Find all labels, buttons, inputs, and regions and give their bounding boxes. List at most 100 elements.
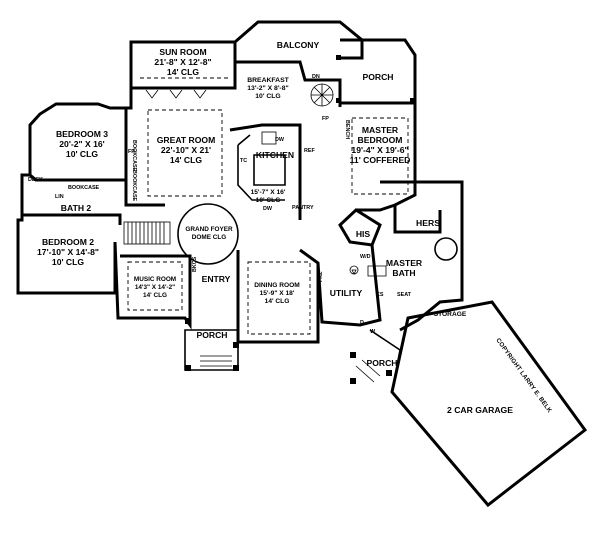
kitchen-counters <box>237 134 285 201</box>
stairs <box>123 221 171 245</box>
sun-room-ceiling: 14' CLG <box>167 67 199 77</box>
great-room-ceiling <box>147 109 223 197</box>
dining-room-label: DINING ROOM <box>254 282 300 289</box>
bench-label: BENCH <box>344 120 350 139</box>
fixture-labels: FP FP DN REF PANTRY DW DW TC DESK LIN BO… <box>28 74 412 335</box>
walls <box>16 20 588 508</box>
master-bedroom-label-1: MASTER <box>362 125 399 135</box>
ks-label: KS <box>376 292 384 298</box>
bedroom2-walls <box>16 173 117 295</box>
rear-porch-label: PORCH <box>362 72 393 82</box>
tc-label: TC <box>240 158 247 164</box>
master-ceiling <box>351 117 409 195</box>
bedroom3-size: 20'-2" X 16' <box>59 139 104 149</box>
sink <box>261 131 277 145</box>
breakfast-label: BREAKFAST <box>247 77 289 84</box>
garage-label: 2 CAR GARAGE <box>447 405 513 415</box>
dn-label: DN <box>312 74 320 80</box>
arch-openings <box>145 89 207 99</box>
garage-walls <box>390 300 588 508</box>
w-label: W <box>370 329 376 335</box>
column <box>185 318 191 324</box>
sun-room-walls <box>129 40 237 90</box>
column <box>233 342 239 348</box>
bookcase3-label: BOOKCASE <box>131 170 137 202</box>
d-label: D <box>360 320 364 326</box>
his-label: HIS <box>356 229 371 239</box>
bkcs-label: BKCS <box>192 256 198 272</box>
kitchen-label: KITCHEN <box>256 150 294 160</box>
sun-room-label: SUN ROOM <box>159 47 206 57</box>
master-bedroom-label-2: BEDROOM <box>358 135 403 145</box>
kitchen-island <box>253 154 286 186</box>
garage-porch-walls <box>369 329 401 393</box>
master-bedroom-size: 19'-4" X 19'-6" <box>351 145 408 155</box>
great-room-ceiling: 14' CLG <box>170 155 202 165</box>
music-room-ceiling: 14' CLG <box>143 292 167 299</box>
utility-label: UTILITY <box>330 288 363 298</box>
lin-label: LIN <box>55 194 64 200</box>
column <box>386 370 392 376</box>
garage-porch-steps <box>355 359 381 383</box>
breakfast-ceiling: 10' CLG <box>255 93 280 100</box>
interior-details <box>123 55 458 384</box>
bookcase1-label: BOOKCASE <box>68 185 100 191</box>
sun-room-size: 21'-8" X 12'-8" <box>154 57 211 67</box>
kitchen-walls <box>229 123 302 220</box>
bookcase2-label: BOOKCASE <box>131 140 137 172</box>
bath2-walls <box>22 213 122 225</box>
hers-closet-walls <box>393 205 442 234</box>
seat-label: SEAT <box>397 292 412 298</box>
fp-master-label: FP <box>322 116 329 122</box>
bedroom2-label: BEDROOM 2 <box>42 237 94 247</box>
bedroom2-size: 17'-10" X 14'-8" <box>37 247 99 257</box>
music-room-size: 14'3" X 14'-2" <box>135 284 175 291</box>
bedroom3-walls <box>28 102 126 182</box>
his-closet-walls <box>338 208 382 247</box>
balcony-label: BALCONY <box>277 40 320 50</box>
dw-top-label: DW <box>275 137 285 143</box>
master-bedroom-walls <box>340 101 417 212</box>
column <box>350 352 356 358</box>
music-room-label: MUSIC ROOM <box>134 276 176 283</box>
dining-room-size: 15'-9" X 18' <box>260 290 295 297</box>
entry-label: ENTRY <box>202 274 231 284</box>
wd-label: W/D <box>360 254 371 260</box>
frz-label: FRZ <box>318 271 324 282</box>
column <box>185 365 191 371</box>
kitchen-size: 15'-7" X 16' <box>251 189 286 196</box>
breakfast-walls <box>235 60 342 107</box>
master-bath-label-2: BATH <box>392 268 415 278</box>
dining-ceiling <box>247 261 311 335</box>
column <box>410 98 415 103</box>
great-room-size: 22'-10" X 21' <box>161 145 211 155</box>
grand-foyer-label: GRAND FOYER <box>185 226 233 233</box>
master-bath-walls <box>380 180 464 332</box>
stair-outline <box>123 221 171 245</box>
grand-foyer-ceiling: DOME CLG <box>192 234 226 241</box>
bedroom3-ceiling: 10' CLG <box>66 149 98 159</box>
utility-walls <box>316 244 382 327</box>
column <box>350 378 356 384</box>
tub <box>434 237 458 261</box>
bedroom2-ceiling: 10' CLG <box>52 257 84 267</box>
vanity <box>367 265 387 277</box>
fp-bedroom-label: FP <box>128 149 135 155</box>
master-bath-label-1: MASTER <box>386 258 423 268</box>
room-labels: SUN ROOM 21'-8" X 12'-8" 14' CLG BALCONY… <box>37 40 513 415</box>
dining-room-ceiling: 14' CLG <box>265 298 290 305</box>
utility-sink <box>351 269 357 275</box>
garage-porch-label: PORCH <box>366 358 397 368</box>
porch-steps <box>200 355 232 367</box>
music-ceiling <box>127 261 183 311</box>
column <box>233 365 239 371</box>
balcony-walls <box>234 20 364 60</box>
utility-sink-bowl <box>349 265 359 275</box>
master-bedroom-ceiling: 11' COFFERED <box>350 155 411 165</box>
dining-walls <box>238 248 320 344</box>
ref-label: REF <box>304 148 315 154</box>
hers-label: HERS <box>416 218 440 228</box>
stair-treads <box>127 222 165 244</box>
column <box>336 98 341 103</box>
